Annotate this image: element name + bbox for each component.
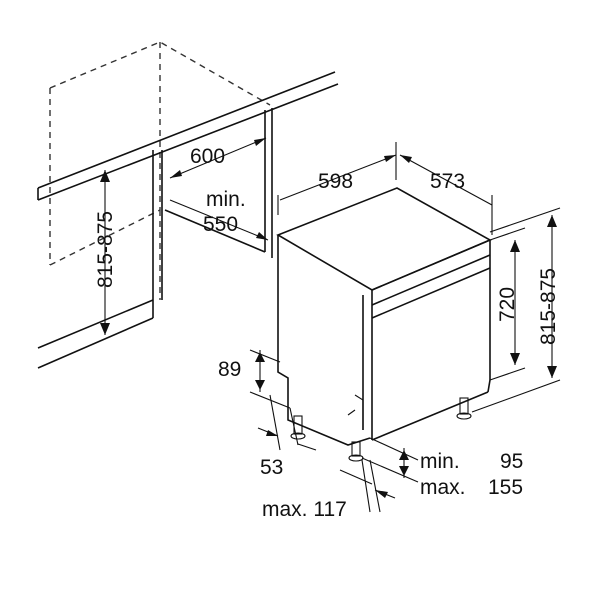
label-foot-min-value: 95 [500,450,523,473]
min-depth-dimension [169,199,269,241]
appliance-depth-dimension [399,154,493,235]
niche-width-dimension [169,137,267,179]
worktop [37,71,339,201]
plinth-height-dimension [249,349,291,409]
label-foot-min-word: min. [420,450,460,473]
label-niche-height: 815-875 [94,211,117,288]
label-door-clearance: max. 117 [262,498,347,521]
label-appliance-height: 720 [496,287,519,322]
label-appliance-depth: 573 [430,170,465,193]
door-clearance-dimension [339,459,396,513]
label-appliance-width: 598 [318,170,353,193]
label-adjustable-height: 815-875 [537,268,560,345]
side-cabinet-panel [37,108,273,369]
plinth-offset-dimension [257,394,317,451]
label-plinth-height: 89 [218,358,241,381]
label-plinth-offset: 53 [260,456,283,479]
label-foot-max-value: 155 [488,476,523,499]
label-foot-max-word: max. [420,476,466,499]
dishwasher-body [276,187,492,462]
label-min-depth-value: 550 [203,213,238,236]
label-min-depth-word: min. [206,188,246,211]
appliance-height-dimension [489,227,526,381]
label-niche-width: 600 [190,145,225,168]
appliance-width-dimension [277,142,397,215]
adjustable-height-dimension [471,207,561,413]
cabinet-niche-outline [49,41,271,300]
foot-height-dimension [361,437,419,483]
niche-height-dimension [100,170,110,335]
